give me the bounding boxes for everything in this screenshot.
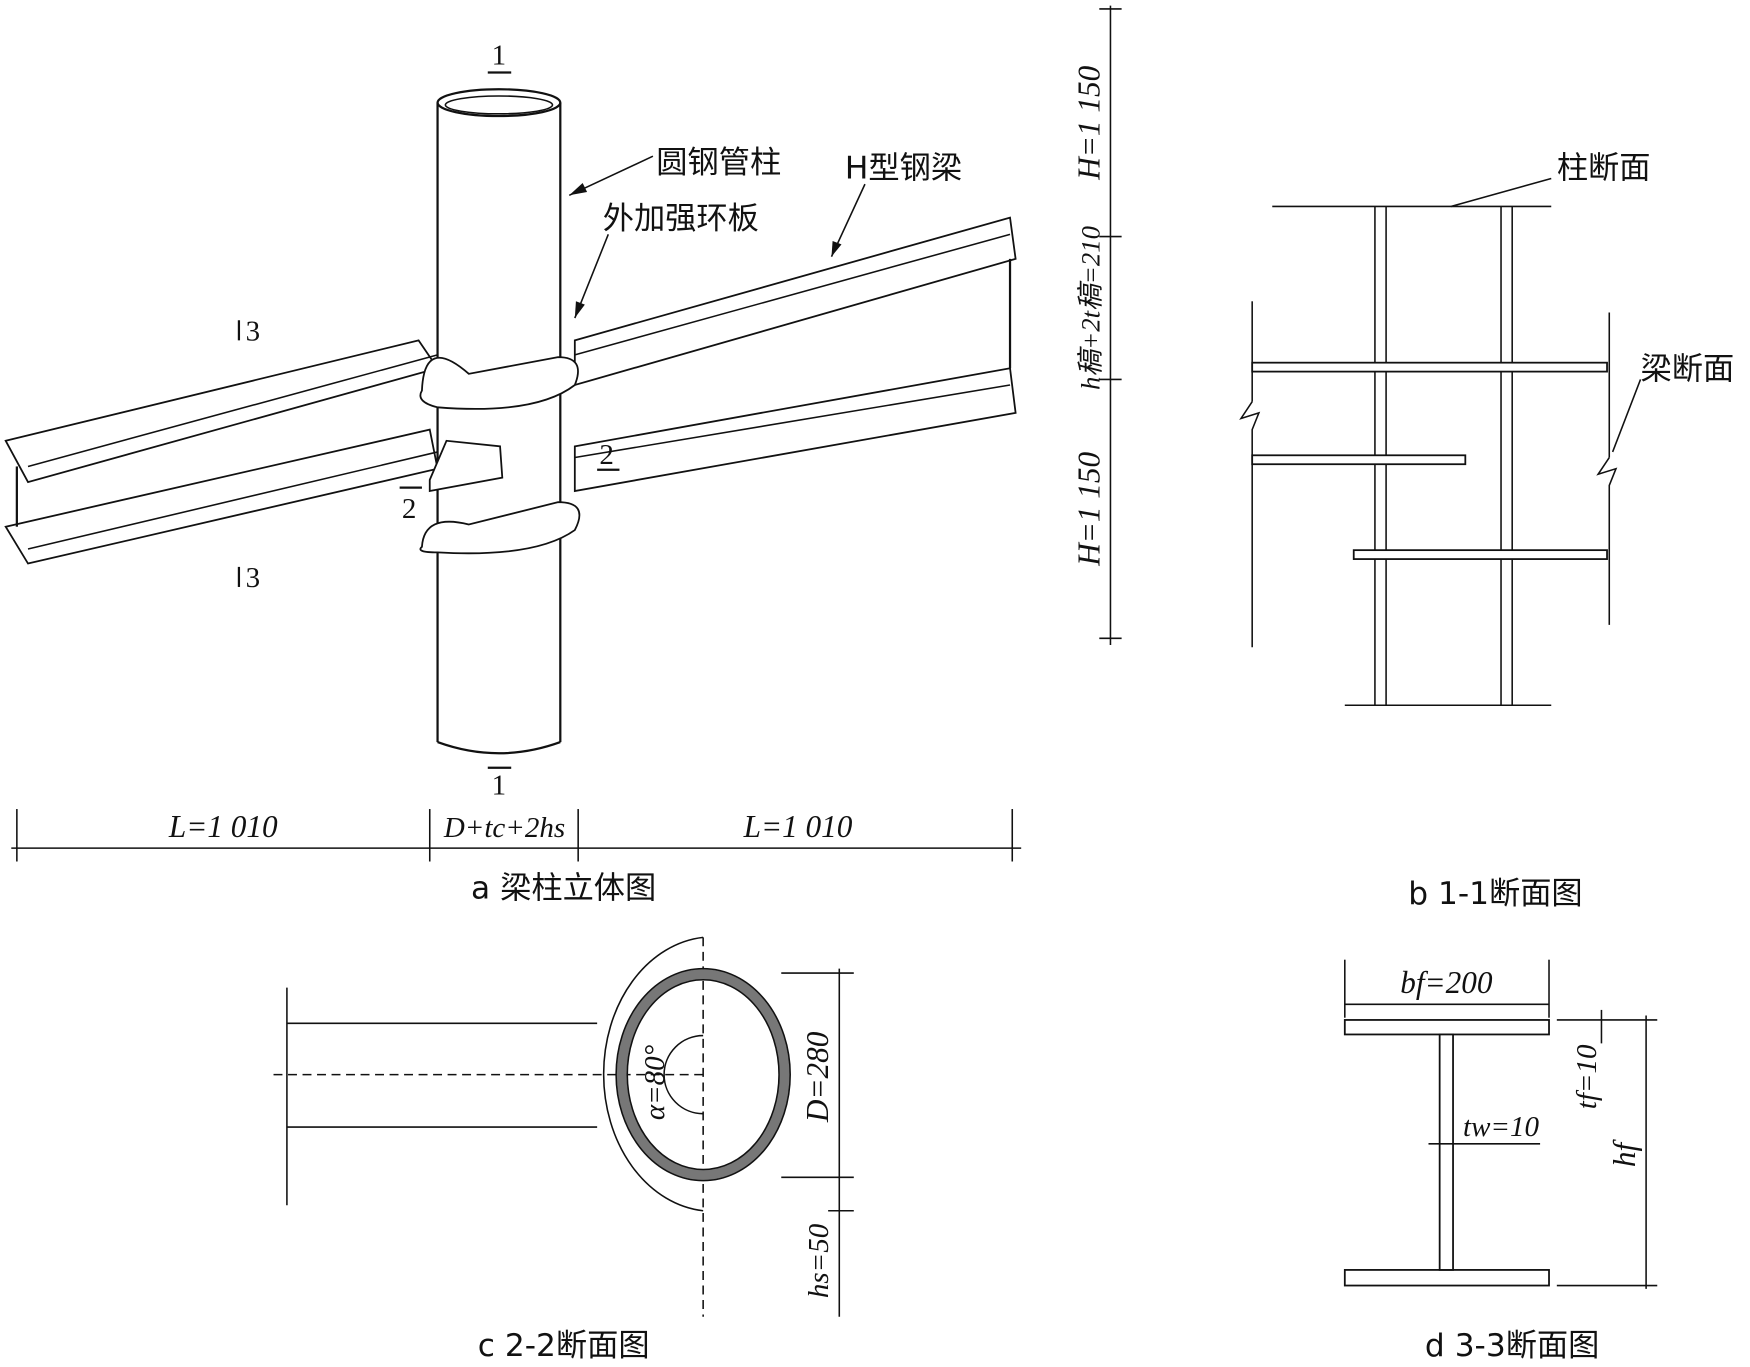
section-mark-1-bottom: 1 <box>492 770 507 802</box>
caption-c: c 2-2断面图 <box>478 1328 650 1364</box>
dim-column-height-top: H=1 150 <box>1071 65 1106 180</box>
label-h-steel-beam: H型钢梁 <box>845 151 962 187</box>
caption-b: b 1-1断面图 <box>1408 876 1582 912</box>
section-mark-2-right: 2 <box>599 439 614 471</box>
left-beam <box>4 339 439 565</box>
right-beam <box>573 216 1017 493</box>
panel-c-section-2-2: α=80° D=280 hs=50 c 2-2断面图 <box>273 936 854 1364</box>
dim-beam-height: hf <box>1607 1139 1642 1168</box>
steel-tube-column <box>436 88 562 755</box>
dim-left-beam-length: L=1 010 <box>168 809 278 844</box>
panel-a-3d-view: 1 1 3 3 2 2 圆钢管柱 外加强环板 H型钢梁 L=1 010 D+tc… <box>4 5 1122 906</box>
panel-b-section-1-1: 柱断面 梁断面 b 1-1断面图 <box>1239 151 1735 912</box>
section-mark-2-left: 2 <box>402 493 417 525</box>
dim-ring-width: hs=50 <box>803 1223 835 1298</box>
panel-d-section-3-3: bf=200 tw=10 tf=10 hf d 3-3断面图 <box>1343 959 1658 1364</box>
vertical-dimension: H=1 150 h稿+2t稿=210 H=1 150 <box>1071 5 1122 646</box>
dim-diameter: D=280 <box>800 1031 835 1123</box>
dim-column-height-bottom: H=1 150 <box>1071 452 1106 567</box>
stiffening-ring-plates <box>419 356 581 555</box>
section-mark-3-bottom: 3 <box>246 562 261 594</box>
caption-a: a 梁柱立体图 <box>471 870 656 906</box>
caption-d: d 3-3断面图 <box>1425 1328 1599 1364</box>
dim-flange-width: bf=200 <box>1400 965 1493 1000</box>
label-steel-tube-column: 圆钢管柱 <box>656 145 781 181</box>
label-column-section: 柱断面 <box>1557 151 1651 187</box>
label-stiffening-ring: 外加强环板 <box>603 201 759 237</box>
section-mark-1-top: 1 <box>492 40 507 72</box>
dim-right-beam-length: L=1 010 <box>743 809 853 844</box>
steel-tube-ring <box>616 969 790 1181</box>
dim-flange-thickness: tf=10 <box>1571 1044 1603 1109</box>
section-mark-3-top: 3 <box>246 315 261 347</box>
dim-joint-width: D+tc+2hs <box>443 812 565 844</box>
label-beam-section: 梁断面 <box>1641 351 1735 387</box>
dim-beam-depth: h稿+2t稿=210 <box>1075 225 1105 390</box>
dim-web-thickness: tw=10 <box>1463 1111 1539 1143</box>
angle-label: α=80° <box>639 1044 671 1120</box>
horizontal-dimension: L=1 010 D+tc+2hs L=1 010 <box>11 809 1022 862</box>
